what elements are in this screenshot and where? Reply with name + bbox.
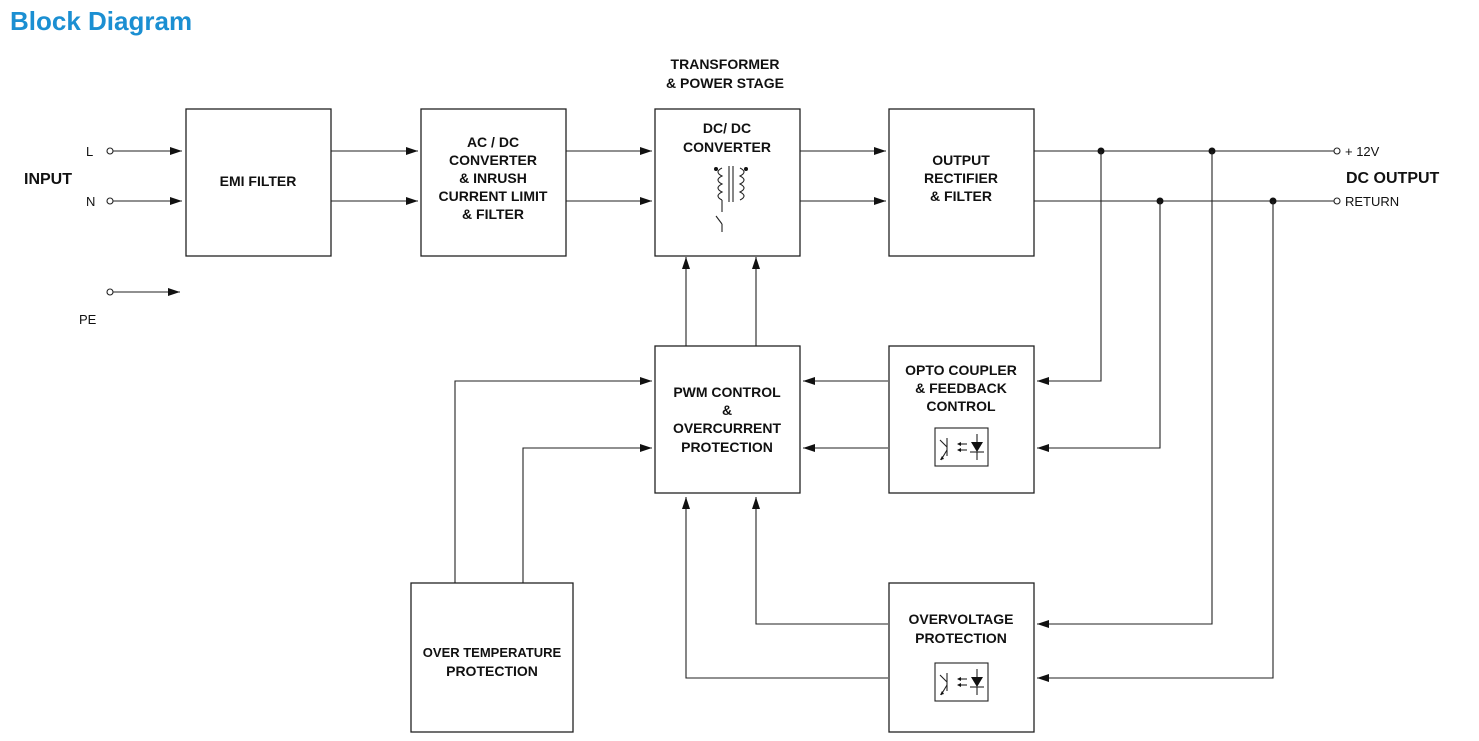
page-title: Block Diagram <box>10 6 193 36</box>
transformer-icon <box>714 166 748 232</box>
output-label: DC OUTPUT <box>1346 170 1440 187</box>
terminal-positive <box>1333 147 1341 155</box>
terminal-return <box>1333 197 1341 205</box>
terminal-label-pe: PE <box>79 312 97 327</box>
pwm-label-line: PWM CONTROL <box>673 384 781 400</box>
opto-coupler-label-line: OPTO COUPLER <box>905 362 1017 378</box>
emi-filter-label: EMI FILTER <box>220 173 297 189</box>
emi-filter-block <box>185 108 332 257</box>
output-rectifier-label-line: RECTIFIER <box>924 170 998 186</box>
overvoltage-block <box>888 582 1035 733</box>
output-rectifier-block <box>888 108 1035 257</box>
terminal-n <box>106 197 114 205</box>
ac-dc-label-line: CURRENT LIMIT <box>439 188 548 204</box>
opto-coupler-label-line: CONTROL <box>926 398 996 414</box>
ac-dc-label-line: AC / DC <box>467 134 519 150</box>
ac-dc-converter-block <box>420 108 567 257</box>
overvoltage-label-line: OVERVOLTAGE <box>908 611 1013 627</box>
terminal-label-l: L <box>86 144 93 159</box>
wires <box>106 147 1341 682</box>
ac-dc-label-line: CONVERTER <box>449 152 537 168</box>
pwm-label-line: PROTECTION <box>681 439 773 455</box>
opto-coupler-label-line: & FEEDBACK <box>915 380 1007 396</box>
pwm-control-block <box>654 345 801 494</box>
transformer-caption-line: TRANSFORMER <box>671 56 780 72</box>
terminal-pe <box>106 288 114 296</box>
dc-dc-label-line: DC/ DC <box>703 120 751 136</box>
ac-dc-label-line: & FILTER <box>462 206 524 222</box>
overvoltage-label-line: PROTECTION <box>915 630 1007 646</box>
output-positive-label: + 12V <box>1345 144 1380 159</box>
optocoupler-icon <box>934 427 989 467</box>
over-temperature-label-line: PROTECTION <box>446 663 538 679</box>
transformer-caption-line: & POWER STAGE <box>666 75 784 91</box>
optocoupler-icon <box>934 662 989 702</box>
ac-dc-label-line: & INRUSH <box>459 170 527 186</box>
over-temperature-label-line: OVER TEMPERATURE <box>423 645 562 660</box>
terminal-l <box>106 147 114 155</box>
terminal-label-n: N <box>86 194 95 209</box>
output-rectifier-label-line: & FILTER <box>930 188 992 204</box>
dc-dc-converter-block <box>654 108 801 257</box>
opto-coupler-block <box>888 345 1035 494</box>
output-rectifier-label-line: OUTPUT <box>932 152 990 168</box>
pwm-label-line: & <box>722 402 732 418</box>
output-return-label: RETURN <box>1345 194 1399 209</box>
over-temperature-block <box>410 582 574 733</box>
dc-dc-label-line: CONVERTER <box>683 139 771 155</box>
pwm-label-line: OVERCURRENT <box>673 420 782 436</box>
input-label: INPUT <box>24 171 72 188</box>
